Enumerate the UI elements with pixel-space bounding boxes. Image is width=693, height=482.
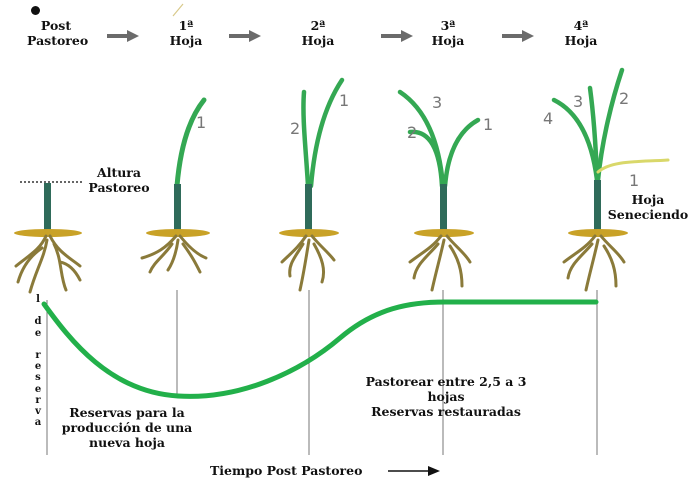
plant-hoja-4: 4 3 2 1 — [543, 70, 668, 290]
leaf-number: 1 — [629, 171, 639, 190]
leaf-number: 3 — [432, 93, 442, 112]
plant-hoja-2: 2 1 — [279, 80, 349, 290]
leaf-number: 2 — [407, 123, 417, 142]
x-axis-label: Tiempo Post Pastoreo — [210, 463, 380, 478]
y-axis-label: l d e r e s e r v a — [32, 294, 44, 428]
y-axis-letter: d — [32, 316, 44, 327]
reserves-new-leaf-label: Reservas para la producción de una nueva… — [57, 405, 197, 450]
leaf-number: 3 — [573, 92, 583, 111]
senescing-leaf-label: Hoja Seneciendo — [606, 192, 690, 222]
y-axis-letter: e — [32, 361, 44, 372]
leaf-number: 1 — [196, 113, 206, 132]
y-axis-letter: e — [32, 384, 44, 395]
y-axis-letter: r — [32, 350, 44, 361]
grazing-height-label: Altura Pastoreo — [84, 165, 154, 195]
leaf-number: 1 — [339, 91, 349, 110]
y-axis-letter: l — [32, 294, 44, 305]
leaf-number: 1 — [483, 115, 493, 134]
y-axis-letter — [32, 305, 44, 316]
y-axis-letter: r — [32, 395, 44, 406]
y-axis-letter: e — [32, 328, 44, 339]
graze-window-label: Pastorear entre 2,5 a 3 hojas Reservas r… — [352, 374, 540, 419]
y-axis-letter — [32, 339, 44, 350]
leaf-number: 2 — [619, 89, 629, 108]
plant-post-grazing — [14, 183, 82, 292]
x-axis-arrow-icon — [388, 466, 440, 476]
y-axis-letter: a — [32, 417, 44, 428]
plant-hoja-3: 2 3 1 — [400, 92, 493, 290]
leaf-number: 2 — [290, 119, 300, 138]
leaf-number: 4 — [543, 109, 553, 128]
y-axis-letter: v — [32, 406, 44, 417]
y-axis-letter: s — [32, 372, 44, 383]
